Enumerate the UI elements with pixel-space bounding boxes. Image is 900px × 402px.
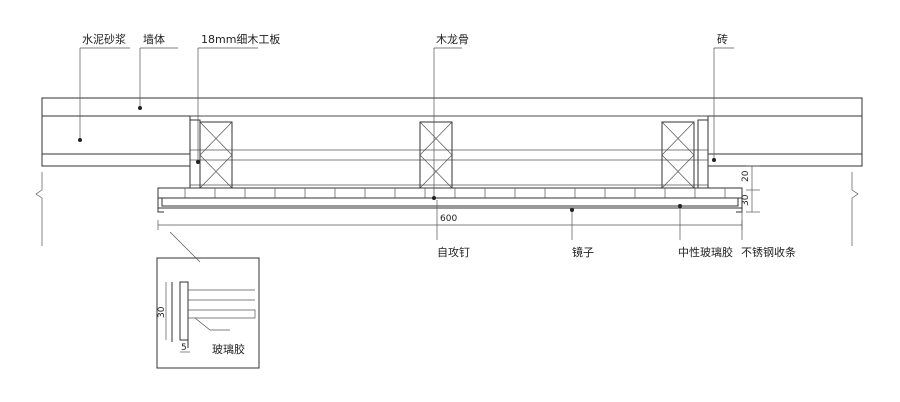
- leader-lines: [79, 47, 743, 240]
- detail-dimension-5: 5: [181, 343, 187, 353]
- mortar-layer-top: [41, 97, 863, 117]
- label-screw: 自攻钉: [437, 245, 470, 259]
- mirror-panel: [161, 197, 739, 207]
- wood-keel-center: [419, 121, 453, 189]
- mortar-layer-bottom-right: [707, 153, 863, 167]
- label-brick: 砖: [717, 32, 728, 46]
- dimension-30: 30: [741, 194, 751, 206]
- label-stainless-trim: 不锈钢收条: [741, 245, 796, 259]
- label-detail-glue: 玻璃胶: [212, 342, 245, 356]
- mortar-layer-bottom-left: [41, 153, 191, 167]
- label-wood-keel: 木龙骨: [436, 33, 469, 46]
- break-line-right: [851, 172, 859, 246]
- label-wall: 墙体: [143, 32, 165, 46]
- wall-body-left: [41, 115, 191, 155]
- plywood-edge-left: [189, 119, 201, 189]
- wall-body-right: [707, 115, 863, 155]
- dimension-600-line: [157, 220, 743, 230]
- dimension-vertical-right: [746, 165, 760, 213]
- label-cement-mortar: 水泥砂浆: [82, 32, 126, 46]
- label-mirror: 镜子: [572, 245, 594, 259]
- plywood-edge-right: [697, 119, 709, 189]
- wood-keel-left: [199, 121, 233, 189]
- wood-keel-right: [661, 121, 695, 189]
- dimension-20: 20: [741, 170, 751, 182]
- detail-dimension-30: 30: [157, 306, 167, 318]
- dimension-600: 600: [440, 214, 457, 224]
- detail-box: [156, 257, 260, 369]
- label-neutral-glue: 中性玻璃胶: [678, 245, 733, 259]
- plywood-board: [157, 187, 743, 199]
- screw-ticks: [184, 188, 726, 198]
- label-plywood: 18mm细木工板: [201, 32, 280, 46]
- break-line-left: [35, 172, 43, 246]
- stainless-trim-left: [157, 198, 164, 213]
